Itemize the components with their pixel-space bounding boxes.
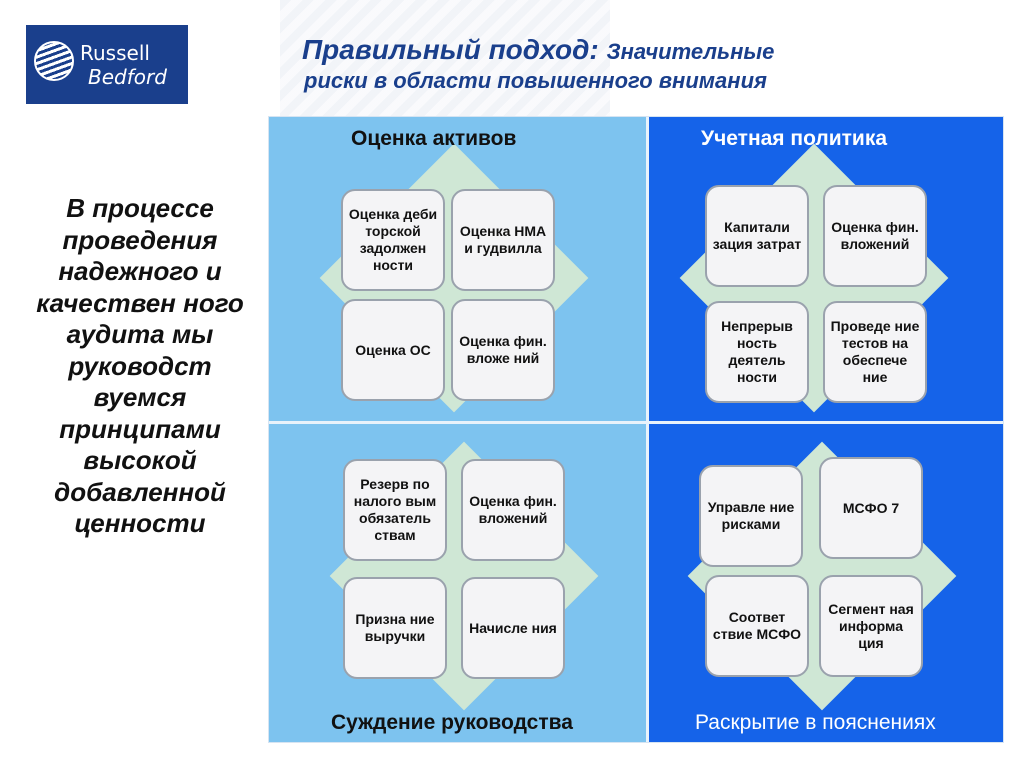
- tile-intangibles: Оценка НМА и гудвилла: [451, 189, 555, 291]
- tile-fixed-assets: Оценка ОС: [341, 299, 445, 401]
- tile-revenue-recognition: Призна ние выручки: [343, 577, 447, 679]
- risk-matrix: Оценка активов Учетная политика Суждение…: [268, 116, 1004, 743]
- intro-statement: В процессе проведения надежного и качест…: [36, 193, 244, 538]
- tile-going-concern: Непрерыв ность деятель ности: [705, 301, 809, 403]
- quadrant-label-disclosure: Раскрытие в пояснениях: [695, 711, 936, 734]
- tile-risk-management: Управле ние рисками: [699, 465, 803, 567]
- tile-receivables: Оценка деби торской задолжен ности: [341, 189, 445, 291]
- tile-fin-investments-3: Оценка фин. вложений: [461, 459, 565, 561]
- tile-impairment-tests: Проведе ние тестов на обеспече ние: [823, 301, 927, 403]
- tile-tax-reserve: Резерв по налого вым обязатель ствам: [343, 459, 447, 561]
- tile-fin-investments-1: Оценка фин. вложе ний: [451, 299, 555, 401]
- quadrant-label-assets: Оценка активов: [351, 127, 517, 150]
- quadrant-label-policy: Учетная политика: [701, 127, 888, 150]
- globe-icon: [34, 41, 74, 81]
- title-line-2: риски в области повышенного внимания: [304, 68, 767, 93]
- tile-ifrs-7: МСФО 7: [819, 457, 923, 559]
- logo-line-1: Russell: [80, 41, 150, 65]
- company-logo: Russell Bedford: [26, 25, 188, 104]
- title-main: Правильный подход:: [302, 34, 599, 65]
- horizontal-divider: [269, 421, 1003, 424]
- tile-capitalization: Капитали зация затрат: [705, 185, 809, 287]
- title-rest: Значительные: [606, 39, 775, 64]
- vertical-divider: [646, 117, 649, 742]
- tile-accruals: Начисле ния: [461, 577, 565, 679]
- tile-segment-info: Сегмент ная информа ция: [819, 575, 923, 677]
- background-watermark: [280, 0, 610, 120]
- logo-line-2: Bedford: [88, 65, 167, 89]
- tile-fin-investments-2: Оценка фин. вложений: [823, 185, 927, 287]
- logo-text: Russell Bedford: [80, 41, 167, 89]
- page-title: Правильный подход: Значительные риски в …: [302, 34, 1002, 94]
- tile-ifrs-compliance: Соответ ствие МСФО: [705, 575, 809, 677]
- quadrant-label-judgement: Суждение руководства: [331, 711, 573, 734]
